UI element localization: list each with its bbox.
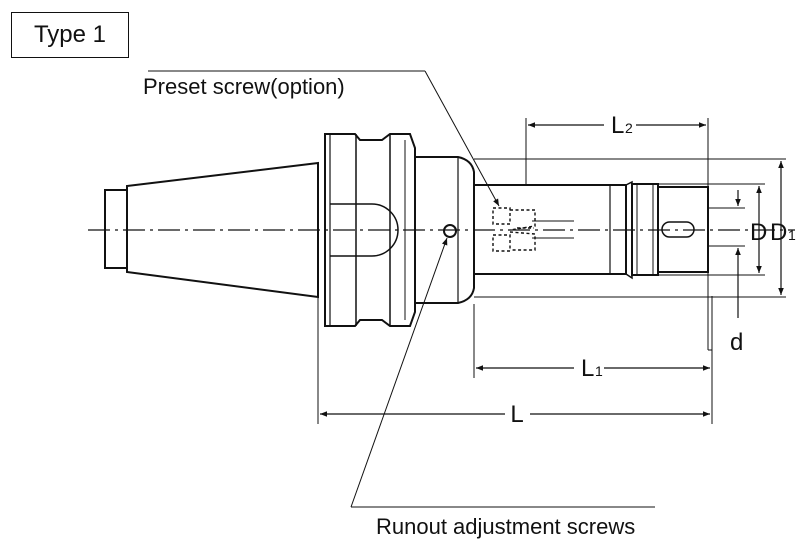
dim-L-label: L xyxy=(510,401,523,428)
dim-L2-subscript: 2 xyxy=(625,120,633,136)
leader-runout xyxy=(350,237,655,508)
leader-preset xyxy=(148,70,500,207)
type-box: Type 1 xyxy=(11,12,129,58)
dim-L1-subscript: 1 xyxy=(595,363,603,379)
dim-D-label: D xyxy=(750,219,767,246)
dim-D1-label: D xyxy=(770,219,787,246)
runout-screw-hole xyxy=(443,224,457,238)
dim-d-label: d xyxy=(730,329,743,356)
dim-L2-label: L xyxy=(611,112,624,139)
extension-lines xyxy=(317,118,786,424)
flange xyxy=(324,133,416,327)
preset-screw xyxy=(492,207,536,252)
tool-shank xyxy=(473,180,633,280)
type-label: Type 1 xyxy=(33,21,107,48)
shank-end xyxy=(104,189,128,269)
body xyxy=(414,156,475,304)
dim-L1-label: L xyxy=(581,355,594,382)
runout-screws-label: Runout adjustment screws xyxy=(376,514,635,539)
preset-screw-label: Preset screw(option) xyxy=(143,74,345,99)
dim-D1-subscript: 1 xyxy=(788,227,796,243)
